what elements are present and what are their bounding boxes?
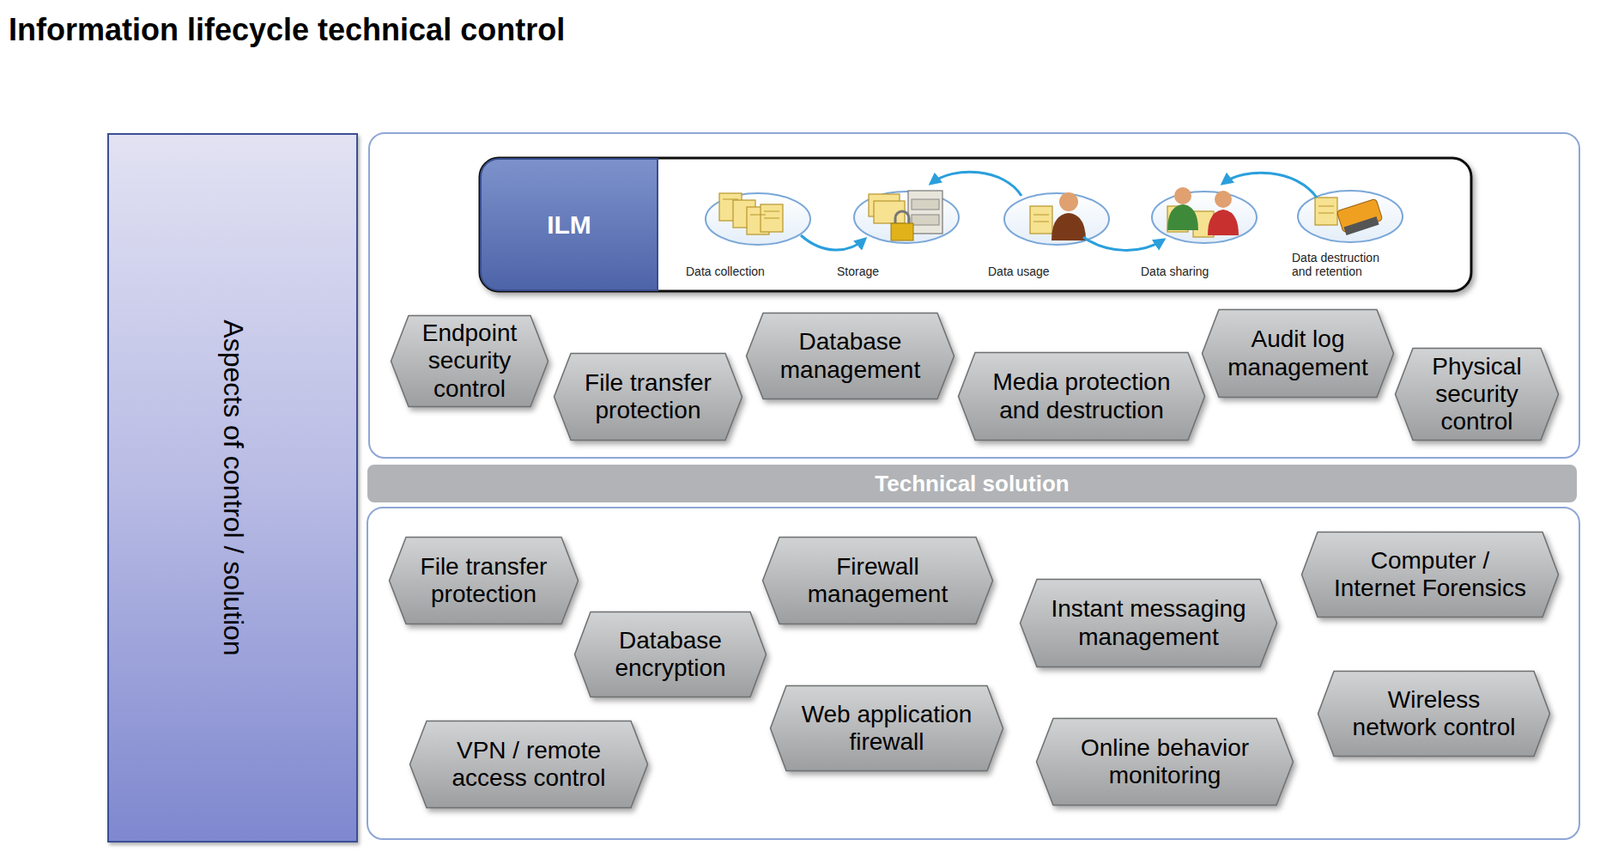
- hexagon-box: Media protection and destruction: [957, 351, 1207, 442]
- node-text: File transfer protection: [412, 552, 555, 608]
- node-text: Firewall management: [801, 552, 955, 608]
- ilm-frame: [479, 157, 1472, 291]
- node-text: Computer / Internet Forensics: [1327, 546, 1533, 602]
- node-text: Audit log management: [1224, 325, 1372, 381]
- hexagon-box: Web application firewall: [769, 684, 1005, 772]
- hexagon-box: Audit log management: [1200, 308, 1395, 399]
- stage-label: Data collection: [685, 264, 789, 279]
- node-text: Technical solution: [874, 470, 1069, 497]
- hexagon-outline: [391, 315, 549, 407]
- ilm-illustration: [705, 171, 1403, 250]
- section-bar: Technical solution: [367, 464, 1577, 503]
- node-text: Endpoint security control: [416, 319, 524, 403]
- node-text: Media protection and destruction: [986, 368, 1177, 424]
- upper-panel: [369, 133, 1580, 458]
- hexagon-box: Database encryption: [573, 610, 768, 698]
- hexagon-box: Instant messaging management: [1018, 577, 1279, 668]
- hexagon-box: Wireless network control: [1316, 669, 1552, 758]
- node-text: Database encryption: [608, 626, 734, 682]
- hexagon-outline: [763, 537, 994, 625]
- hexagon-outline: [389, 537, 579, 625]
- hexagon-outline: [1302, 532, 1559, 618]
- hexagon-outline: [575, 612, 767, 697]
- node-text: Wireless network control: [1346, 685, 1522, 741]
- hexagon-box: Endpoint security control: [389, 314, 550, 408]
- stage-label: Storage: [836, 264, 906, 279]
- stage-label: Data sharing: [1140, 264, 1236, 279]
- node-text: Aspects of control / solution: [217, 319, 249, 655]
- hexagon-outline: [958, 352, 1206, 441]
- hexagon-outline: [410, 721, 649, 808]
- hexagon-outline: [1395, 348, 1559, 441]
- hexagon-box: Physical security control: [1393, 346, 1560, 442]
- diagram-title: Information lifecycle technical control: [8, 12, 565, 49]
- node-text: Web application firewall: [794, 700, 979, 756]
- hexagon-box: Database management: [745, 311, 956, 400]
- ilm-box: ILM: [479, 157, 659, 291]
- hexagon-box: Firewall management: [761, 535, 994, 625]
- node-text: Online behavior monitoring: [1073, 733, 1256, 789]
- hexagon-box: Computer / Internet Forensics: [1300, 530, 1560, 619]
- node-text: Database management: [774, 327, 928, 383]
- hexagon-box: File transfer protection: [387, 535, 580, 625]
- hexagon-outline: [1036, 718, 1294, 806]
- hexagon-outline: [1020, 579, 1278, 667]
- hexagon-outline: [1202, 309, 1394, 398]
- node-text: VPN / remote access control: [445, 736, 613, 792]
- hexagon-outline: [746, 313, 955, 400]
- side-panel: Aspects of control / solution: [107, 133, 358, 843]
- hexagon-outline: [1318, 671, 1551, 757]
- node-text: ILM: [546, 210, 592, 240]
- lower-panel: [367, 507, 1580, 839]
- stage-label: Data usage: [987, 264, 1074, 279]
- hexagon-outline: [770, 685, 1004, 771]
- stage-label: Data destruction and retention: [1291, 250, 1388, 279]
- hexagon-box: VPN / remote access control: [408, 719, 649, 809]
- node-text: Instant messaging management: [1044, 594, 1254, 650]
- hexagon-box: File transfer protection: [552, 351, 744, 442]
- node-text: File transfer protection: [577, 369, 720, 425]
- node-text: Physical security control: [1426, 352, 1528, 437]
- hexagon-box: Online behavior monitoring: [1035, 716, 1295, 807]
- hexagon-outline: [554, 353, 743, 441]
